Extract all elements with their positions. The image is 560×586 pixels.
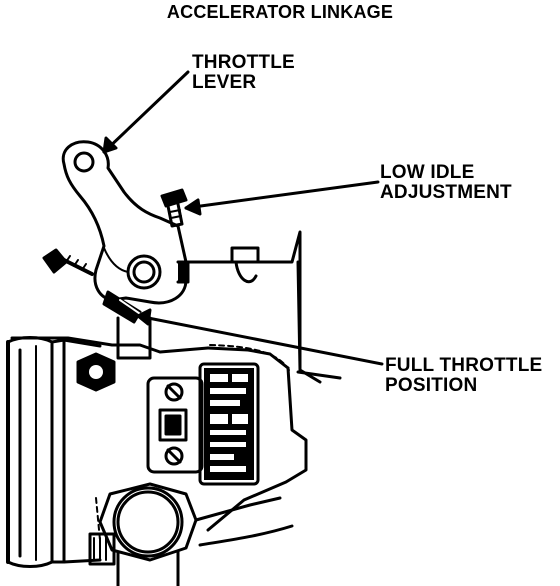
callout-full-throttle-line2: POSITION (385, 375, 478, 396)
leader-arrows (102, 70, 384, 366)
callout-low-idle-line1: LOW IDLE (380, 162, 475, 183)
full-throttle-screw (42, 248, 94, 276)
id-plate (146, 362, 260, 486)
callout-full-throttle-position: FULL THROTTLE POSITION (385, 356, 542, 396)
callout-throttle-lever-line1: THROTTLE (192, 52, 295, 73)
idle-stop-tab (176, 260, 190, 284)
callout-throttle-lever-line2: LEVER (192, 72, 257, 93)
low-idle-screw (160, 188, 188, 228)
fuel-inlet-fitting (88, 482, 294, 586)
throttle-lever (61, 140, 188, 305)
callout-low-idle-line2: ADJUSTMENT (380, 182, 512, 203)
callout-full-throttle-line1: FULL THROTTLE (385, 355, 543, 376)
callout-throttle-lever: THROTTLE LEVER (192, 53, 295, 93)
callout-low-idle-adjustment: LOW IDLE ADJUSTMENT (380, 163, 512, 203)
mount-nut (76, 352, 116, 392)
diagram-title: ACCELERATOR LINKAGE (166, 2, 394, 22)
